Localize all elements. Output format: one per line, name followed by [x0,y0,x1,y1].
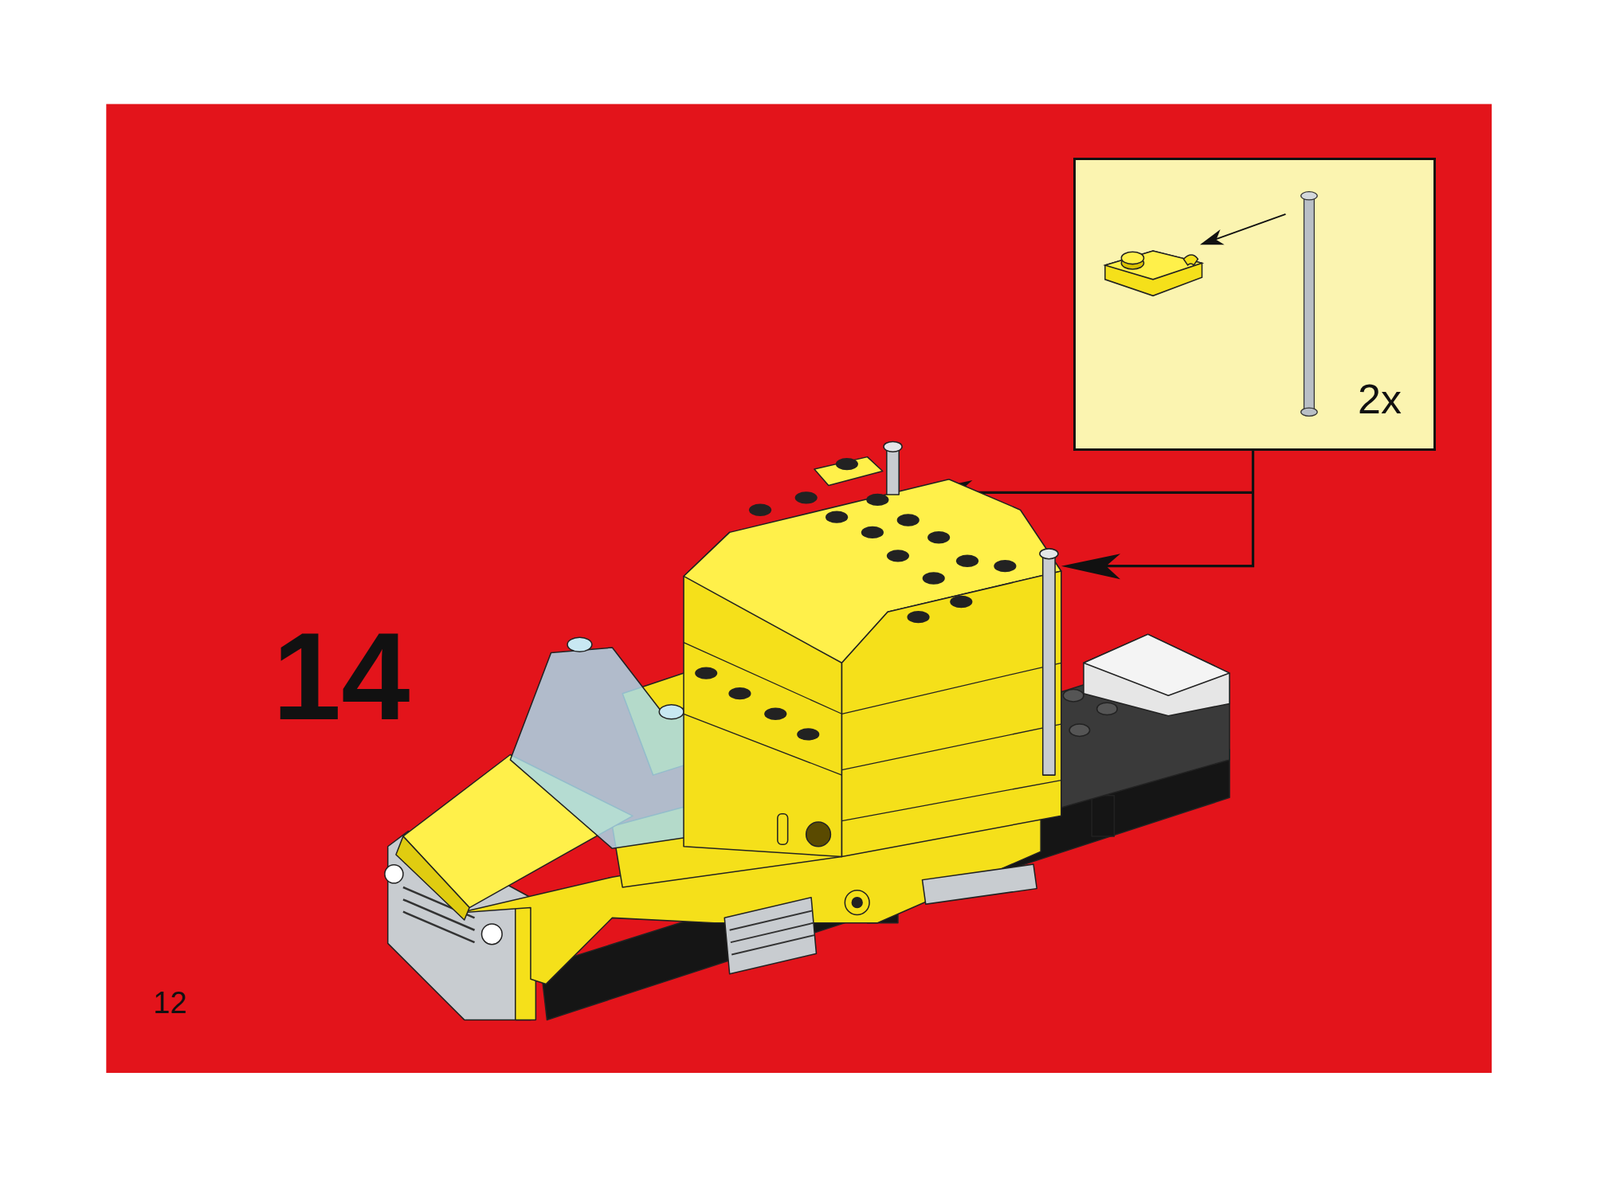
quantity-label: 2x [1357,378,1402,420]
bar-part [1301,192,1318,417]
callout-arrowhead [1200,229,1225,245]
pointer-arrowhead [1061,553,1121,580]
page-number: 12 [152,988,187,1019]
callout-arrow [1208,214,1286,243]
callout-ground [1073,157,1436,451]
pointer-line [1079,450,1254,567]
clip-plate [1105,250,1203,296]
step-number: 14 [272,615,410,739]
truck-model [384,441,1230,1020]
callout-box: 2x [1073,157,1436,451]
red-panel [105,104,1492,1074]
